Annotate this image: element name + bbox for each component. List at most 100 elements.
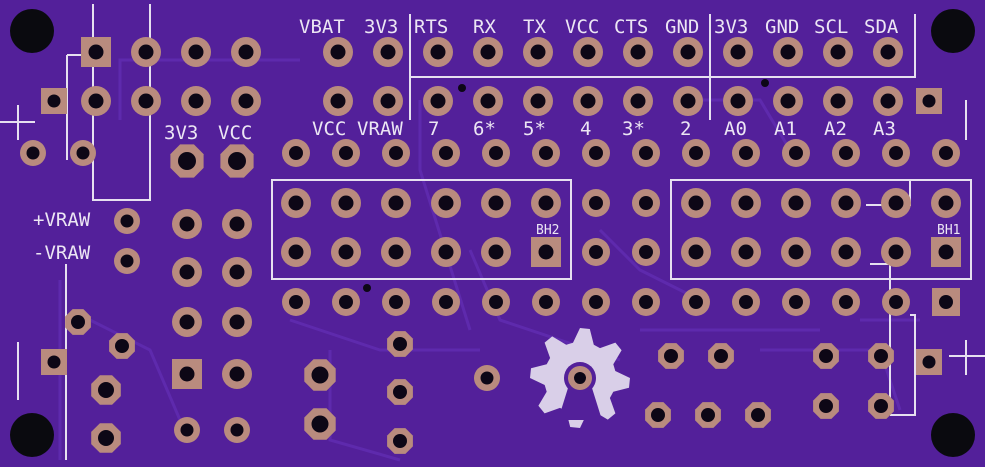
top-row-pin-1-hole: [380, 44, 396, 60]
label-3v3-top: 3V3: [364, 16, 399, 38]
bottom-row-pin-5-hole: [539, 295, 553, 309]
right-bottom-h-hole: [819, 399, 833, 413]
bh1-row2-2-hole: [788, 244, 804, 260]
bh2-row1-0-hole: [288, 195, 304, 211]
bh1-row1-0-hole: [688, 195, 704, 211]
label-sda: SDA: [864, 16, 899, 38]
bh2-row2-5-hole: [538, 244, 554, 260]
label-bh2: BH2: [536, 223, 560, 238]
bh2-row2-4-hole: [488, 244, 504, 260]
top-row-pin-11-hole: [880, 44, 896, 60]
label-pin7: 7: [428, 118, 440, 140]
label-pin6: 6*: [473, 118, 496, 140]
bh1-row2-5-hole: [938, 244, 954, 260]
label-power-3v3: 3V3: [164, 122, 199, 144]
bottom-row-pin-1-hole: [339, 295, 353, 309]
center-oct-e-hole: [393, 434, 407, 448]
label-scl: SCL: [814, 16, 849, 38]
right-bottom-b-hole: [714, 349, 728, 363]
label-rts: RTS: [414, 16, 449, 38]
trace-9: [700, 98, 792, 151]
label-vcc-mid: VCC: [312, 118, 347, 140]
mounting-hole-2: [10, 413, 54, 457]
left-edge-pin-hole: [47, 94, 61, 108]
top-row-pin-6-hole: [630, 44, 646, 60]
bh2-row1-2-hole: [388, 195, 404, 211]
mid-row-pin-6-hole: [589, 146, 603, 160]
power-pad-3v3-hole: [178, 152, 196, 170]
bh1-row1-4-hole: [888, 195, 904, 211]
left-col-a-0-hole: [179, 216, 195, 232]
left-pin-b-hole: [76, 146, 90, 160]
bh2-row1-5-hole: [538, 195, 554, 211]
left-bottom-d-hole: [98, 430, 114, 446]
left-col-b-0-hole: [229, 216, 245, 232]
silkscreen-14: [0, 105, 35, 140]
mid-row-pin-12-hole: [889, 146, 903, 160]
bh2-row1-1-hole: [338, 195, 354, 211]
bh2-row2-3-hole: [438, 244, 454, 260]
bh2-row2-2-hole: [388, 244, 404, 260]
center-oct-c-hole: [393, 337, 407, 351]
upper-row-pin-2-hole: [430, 93, 446, 109]
mounting-hole-3: [931, 413, 975, 457]
top-row-pin-0-hole: [330, 44, 346, 60]
upper-row-pin-5-hole: [580, 93, 596, 109]
mid-row-pin-2-hole: [389, 146, 403, 160]
bh1-row2-4-hole: [888, 244, 904, 260]
top-row-pin-10-hole: [830, 44, 846, 60]
bottom-row-pin-0-hole: [289, 295, 303, 309]
label-cts: CTS: [614, 16, 649, 38]
bh1-row2-3-hole: [838, 244, 854, 260]
center-oct-a-hole: [311, 366, 329, 384]
bh1-row1-2-hole: [788, 195, 804, 211]
label-bh1: BH1: [937, 223, 961, 238]
left-pin-a-hole: [26, 146, 40, 160]
trace-1: [418, 100, 472, 331]
bottom-row-pin-13-hole: [939, 295, 953, 309]
label-pin3: 3*: [622, 118, 645, 140]
mid-row-pin-4-hole: [489, 146, 503, 160]
left-header-pin-4-hole: [88, 93, 104, 109]
silkscreen-15: [949, 340, 985, 375]
middle-pin-d-hole: [639, 245, 653, 259]
bh2-row2-1-hole: [338, 244, 354, 260]
upper-row-pin-11-hole: [880, 93, 896, 109]
power-pad-vcc-hole: [228, 152, 246, 170]
label-gnd-top1: GND: [665, 16, 700, 38]
mid-row-pin-7-hole: [639, 146, 653, 160]
bottom-row-pin-2-hole: [389, 295, 403, 309]
bh1-row2-0-hole: [688, 244, 704, 260]
mid-row-pin-8-hole: [689, 146, 703, 160]
bottom-row-pin-7-hole: [639, 295, 653, 309]
left-col-a-4-hole: [180, 423, 194, 437]
right-bottom-d-hole: [701, 408, 715, 422]
mid-row-pin-11-hole: [839, 146, 853, 160]
top-row-pin-2-hole: [430, 44, 446, 60]
top-row-pin-5-hole: [580, 44, 596, 60]
bottom-row-pin-8-hole: [689, 295, 703, 309]
label-tx: TX: [523, 16, 546, 38]
center-round-hole: [480, 371, 494, 385]
label-vbat: VBAT: [299, 16, 345, 38]
left-header-pin-5-hole: [138, 93, 154, 109]
left-header-pin-2-hole: [188, 44, 204, 60]
left-col-b-3-hole: [229, 366, 245, 382]
label-vraw-plus: +VRAW: [33, 209, 91, 231]
upper-row-pin-8-hole: [730, 93, 746, 109]
bh1-row1-5-hole: [938, 195, 954, 211]
bh2-row2-0-hole: [288, 244, 304, 260]
label-vraw-mid: VRAW: [357, 118, 403, 140]
left-col-b-2-hole: [229, 314, 245, 330]
bottom-row-pin-3-hole: [439, 295, 453, 309]
upper-row-pin-7-hole: [680, 93, 696, 109]
label-a2: A2: [824, 118, 847, 140]
bottom-row-pin-12-hole: [889, 295, 903, 309]
label-pin2: 2: [680, 118, 692, 140]
bh2-row1-4-hole: [488, 195, 504, 211]
label-gnd-top2: GND: [765, 16, 800, 38]
label-pin4: 4: [580, 118, 592, 140]
upper-row-pin-9-hole: [780, 93, 796, 109]
upper-row-pin-3-hole: [480, 93, 496, 109]
